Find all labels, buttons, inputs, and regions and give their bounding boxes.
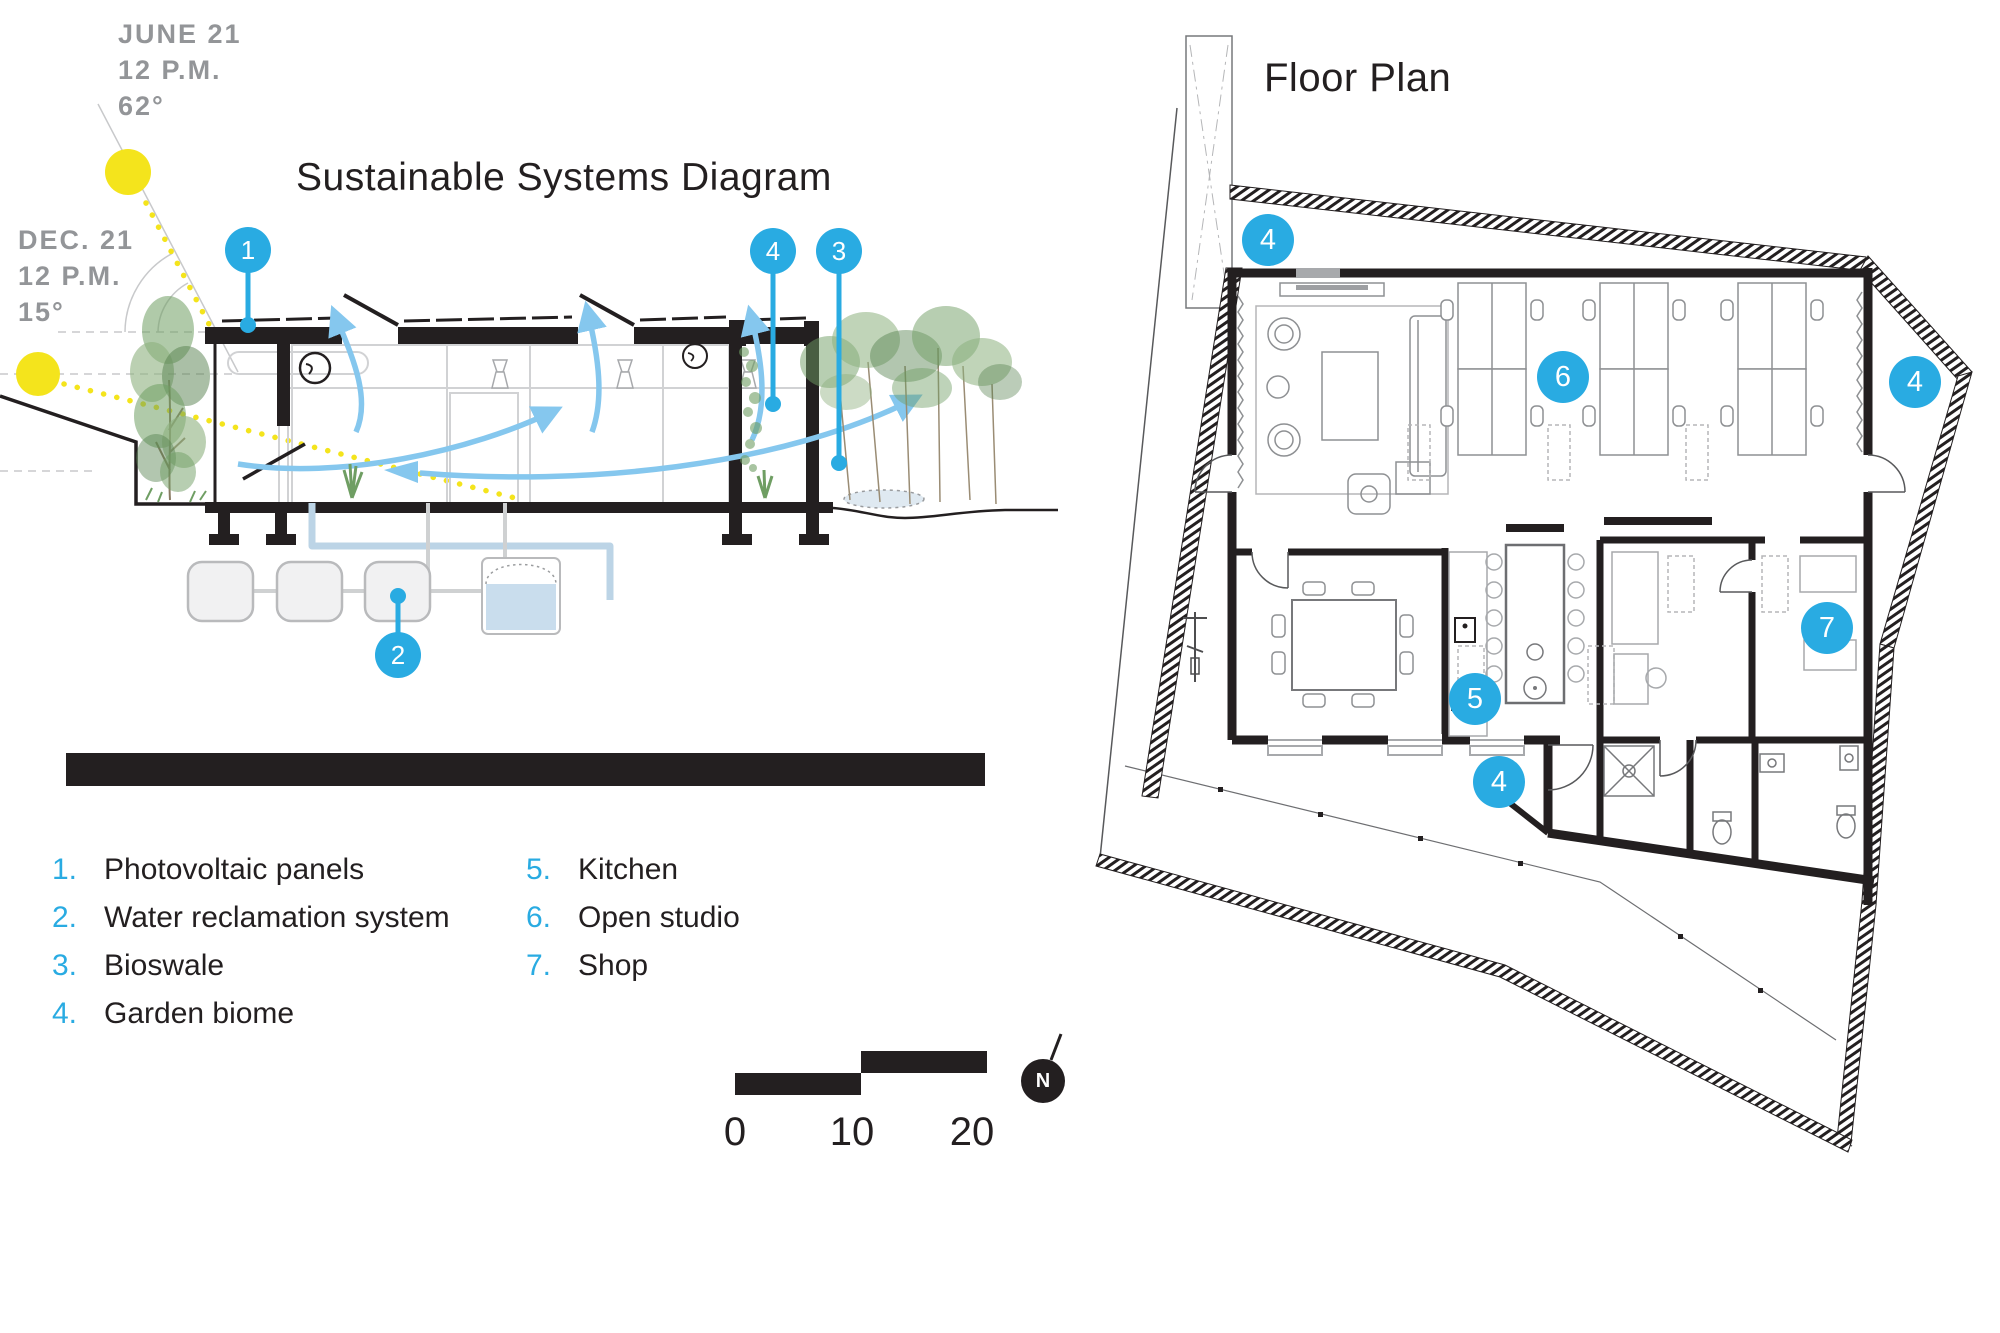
legend-item: 6. Open studio xyxy=(526,894,740,942)
cistern xyxy=(481,557,561,635)
legend-label: Garden biome xyxy=(104,997,295,1030)
section-marker-stems xyxy=(240,272,847,634)
building-structure-lines xyxy=(213,293,1058,520)
scale-label-20: 20 xyxy=(949,1110,995,1154)
tree xyxy=(130,296,210,503)
marker-garden-biome-section: 4 xyxy=(750,228,796,274)
sun-june-time: 12 P.M. xyxy=(118,55,222,85)
lounge-furniture xyxy=(1255,282,1449,515)
legend-num: 1. xyxy=(52,853,78,886)
bioswale-basin xyxy=(843,489,925,509)
legend-item: 2. Water reclamation system xyxy=(52,894,450,942)
legend-label: Kitchen xyxy=(578,853,679,886)
legend-num: 6. xyxy=(526,901,552,934)
sun-rays xyxy=(61,200,518,501)
gray-pipes xyxy=(253,503,507,593)
marker-garden-biome-right: 4 xyxy=(1889,356,1941,408)
legend-label: Water reclamation system xyxy=(104,901,450,934)
door-swings xyxy=(1194,454,1906,791)
site-boundary xyxy=(1095,35,1973,1153)
legend-item: 5. Kitchen xyxy=(526,846,740,894)
legend-label: Bioswale xyxy=(104,949,225,982)
skylight-dashed xyxy=(1407,424,1789,705)
legend-column-right: 5. Kitchen 6. Open studio 7. Shop xyxy=(526,846,740,990)
marker-kitchen: 5 xyxy=(1449,673,1501,725)
conference-room xyxy=(1271,581,1414,708)
legend-num: 7. xyxy=(526,949,552,982)
legend-num: 5. xyxy=(526,853,552,886)
marker-open-studio: 6 xyxy=(1537,351,1589,403)
scale-label-0: 0 xyxy=(723,1110,747,1154)
section-title: Sustainable Systems Diagram xyxy=(296,156,832,199)
legend-label: Photovoltaic panels xyxy=(104,853,365,886)
scale-bar-lower xyxy=(735,1073,861,1095)
legend-item: 7. Shop xyxy=(526,942,740,990)
legend-label: Open studio xyxy=(578,901,740,934)
desk-clusters xyxy=(1440,282,1824,456)
marker-bioswale: 3 xyxy=(816,228,862,274)
shop-and-bathrooms xyxy=(1603,551,1859,845)
wall-windows xyxy=(1237,268,1863,756)
scale-label-10: 10 xyxy=(829,1110,875,1154)
lamp-icons xyxy=(491,359,757,389)
floor-plan-title: Floor Plan xyxy=(1264,56,1452,100)
sun-dec-time: 12 P.M. xyxy=(18,261,122,291)
wall-vine xyxy=(739,347,762,472)
sun-dec-date: DEC. 21 xyxy=(18,225,135,255)
marker-garden-biome-bottom: 4 xyxy=(1473,756,1525,808)
north-arrow-tick xyxy=(1049,1033,1063,1061)
legend-num: 2. xyxy=(52,901,78,934)
building-walls xyxy=(1227,268,1875,905)
bioswale-shrubs xyxy=(800,306,1022,505)
legend-item: 4. Garden biome xyxy=(52,990,450,1038)
legend-item: 1. Photovoltaic panels xyxy=(52,846,450,894)
marker-water-reclamation: 2 xyxy=(375,632,421,678)
aloe-plants xyxy=(342,463,774,499)
bicycle-icon xyxy=(1183,612,1207,682)
sun-dec-angle: 15° xyxy=(18,297,65,327)
sun-june-label: JUNE 21 12 P.M. 62° xyxy=(118,16,242,124)
hill-grade-line xyxy=(0,394,206,506)
divider-bar xyxy=(66,753,985,786)
marker-photovoltaic-panels: 1 xyxy=(225,227,271,273)
legend-num: 4. xyxy=(52,997,78,1030)
marker-shop: 7 xyxy=(1801,602,1853,654)
ceiling-fan-icon xyxy=(298,343,708,385)
floor-plan-drawing xyxy=(1049,35,1973,1153)
legend-label: Shop xyxy=(578,949,649,982)
sun-june-date: JUNE 21 xyxy=(118,19,242,49)
sun-dec-label: DEC. 21 12 P.M. 15° xyxy=(18,222,134,330)
north-indicator: N xyxy=(1021,1059,1065,1103)
legend-num: 3. xyxy=(52,949,78,982)
photovoltaic-panels xyxy=(221,315,807,323)
section-diagram xyxy=(0,103,1058,635)
sun-dec-icon xyxy=(16,352,60,396)
legend-item: 3. Bioswale xyxy=(52,942,450,990)
rainwater-pipe xyxy=(308,503,614,600)
legend-column-left: 1. Photovoltaic panels 2. Water reclamat… xyxy=(52,846,450,1038)
building-structure xyxy=(205,320,833,545)
marker-garden-biome-top: 4 xyxy=(1242,214,1294,266)
scale-bar-upper xyxy=(861,1051,987,1073)
sun-june-angle: 62° xyxy=(118,91,165,121)
sun-june-icon xyxy=(105,149,151,195)
